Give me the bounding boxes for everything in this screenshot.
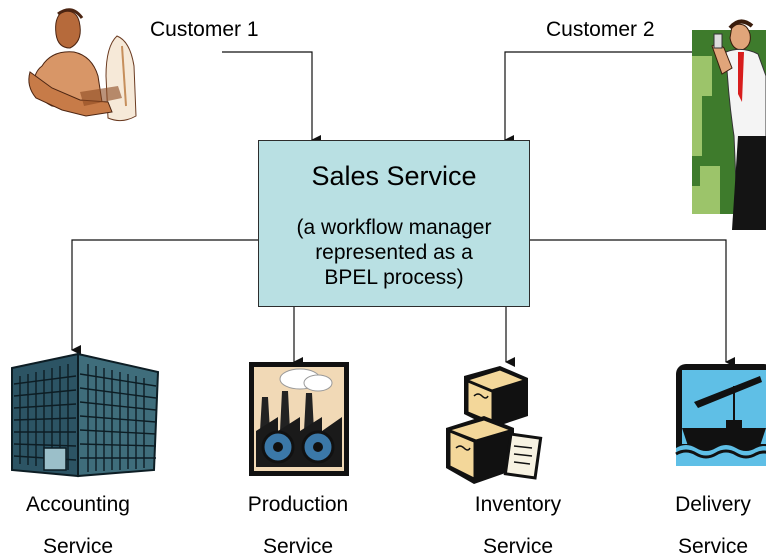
customer1-connector [222,51,321,145]
accounting-label-line1: Accounting [26,493,130,516]
inventory-label-service: Service [482,535,554,558]
boxes-icon [446,366,543,484]
customer2-label: Customer 2 [546,18,655,41]
sales-service-box: Sales Service (a workflow manager repres… [258,140,530,307]
customer2-connector [504,51,692,145]
accounting-label: Accounting [2,493,154,517]
office-building-icon [11,352,160,478]
accounting-connector [71,239,258,355]
sales-description-line: represented as a [315,241,473,264]
delivery-label: Delivery [675,493,751,516]
sales-service-title: Sales Service [311,161,477,191]
accounting-label-service: Service [42,535,114,558]
delivery-label-service: Service [677,535,749,558]
production-label-service: Service [262,535,334,558]
sales-service-description: (a workflow manager represented as a BPE… [259,215,529,290]
man-with-phone-icon [692,19,766,230]
crane-ship-icon [675,364,766,466]
inventory-label: Inventory [474,493,562,516]
sales-description-line: BPEL process) [324,266,464,289]
sales-description-line: (a workflow manager [296,216,492,239]
factory-icon [249,362,349,476]
delivery-connector [530,239,735,367]
production-label: Production [247,493,349,516]
customer1-label: Customer 1 [150,18,259,41]
person-at-computer-icon [28,8,137,122]
